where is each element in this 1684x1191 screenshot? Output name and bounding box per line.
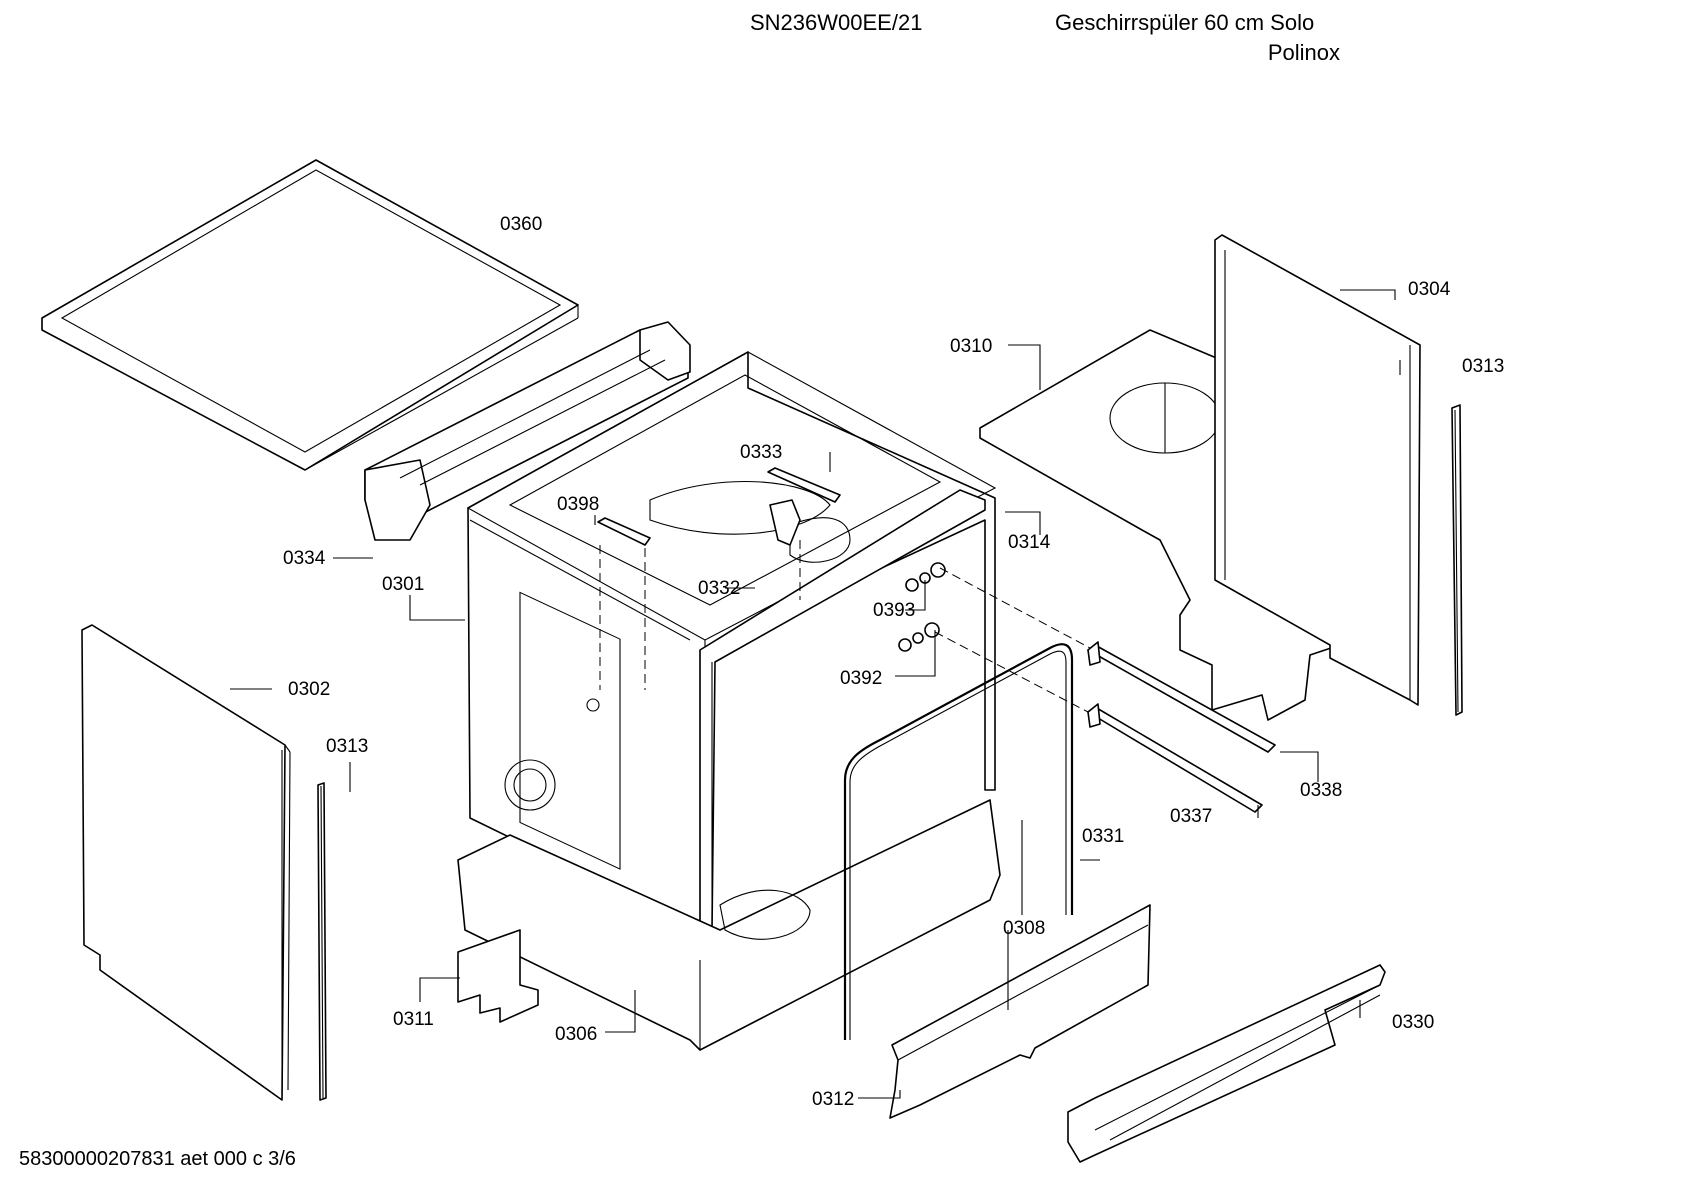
label-0332: 0332	[698, 578, 740, 599]
label-0304: 0304	[1408, 279, 1451, 300]
model-number: SN236W00EE/21	[750, 10, 923, 35]
part-0311-block	[457, 929, 539, 1023]
part-0313-seal-left	[317, 782, 327, 1101]
label-0301: 0301	[382, 574, 424, 595]
part-0338-rail	[1087, 641, 1276, 753]
label-0313-left: 0313	[326, 736, 368, 757]
label-0310: 0310	[950, 336, 992, 357]
part-0302-side-panel	[81, 624, 291, 1101]
part-0331-door-seal	[843, 643, 1074, 1040]
label-0306: 0306	[555, 1024, 597, 1045]
part-0330-strip	[1067, 964, 1386, 1163]
label-0308: 0308	[1003, 918, 1045, 939]
label-0392: 0392	[840, 668, 882, 689]
part-0333-bracket	[767, 467, 841, 546]
label-0311: 0311	[393, 1009, 434, 1030]
label-0330: 0330	[1392, 1012, 1434, 1033]
product-variant: Polinox	[1267, 40, 1340, 65]
part-0360-worktop	[41, 159, 579, 471]
label-0337: 0337	[1170, 806, 1212, 827]
callout-labels: 0360 0304 0313 0310 0333 0398 0314 0334 …	[283, 214, 1504, 1110]
part-0304-side-panel	[1214, 234, 1421, 706]
label-0302: 0302	[288, 679, 330, 700]
leader-lines	[230, 289, 1401, 1099]
part-0313-seal-right	[1451, 404, 1463, 716]
label-0314: 0314	[1008, 532, 1051, 553]
label-0312: 0312	[812, 1089, 854, 1110]
label-0360: 0360	[500, 214, 542, 235]
label-0334: 0334	[283, 548, 326, 569]
label-0331: 0331	[1082, 826, 1124, 847]
part-0301-main-body	[466, 351, 997, 930]
label-0333: 0333	[740, 442, 782, 463]
document-code: 58300000207831 aet 000 c 3/6	[19, 1148, 296, 1170]
label-0338: 0338	[1300, 780, 1342, 801]
product-description: Geschirrspüler 60 cm Solo	[1055, 10, 1315, 35]
part-0334-rail	[364, 321, 691, 541]
part-0312-plinth	[889, 904, 1151, 1119]
part-0398	[597, 517, 651, 546]
part-0337-rail	[1087, 703, 1263, 813]
label-0313-right: 0313	[1462, 356, 1504, 377]
part-0393-0392-fittings	[898, 562, 946, 652]
label-0398: 0398	[557, 494, 599, 515]
label-0393: 0393	[873, 600, 915, 621]
assembly-lines	[599, 540, 1091, 713]
